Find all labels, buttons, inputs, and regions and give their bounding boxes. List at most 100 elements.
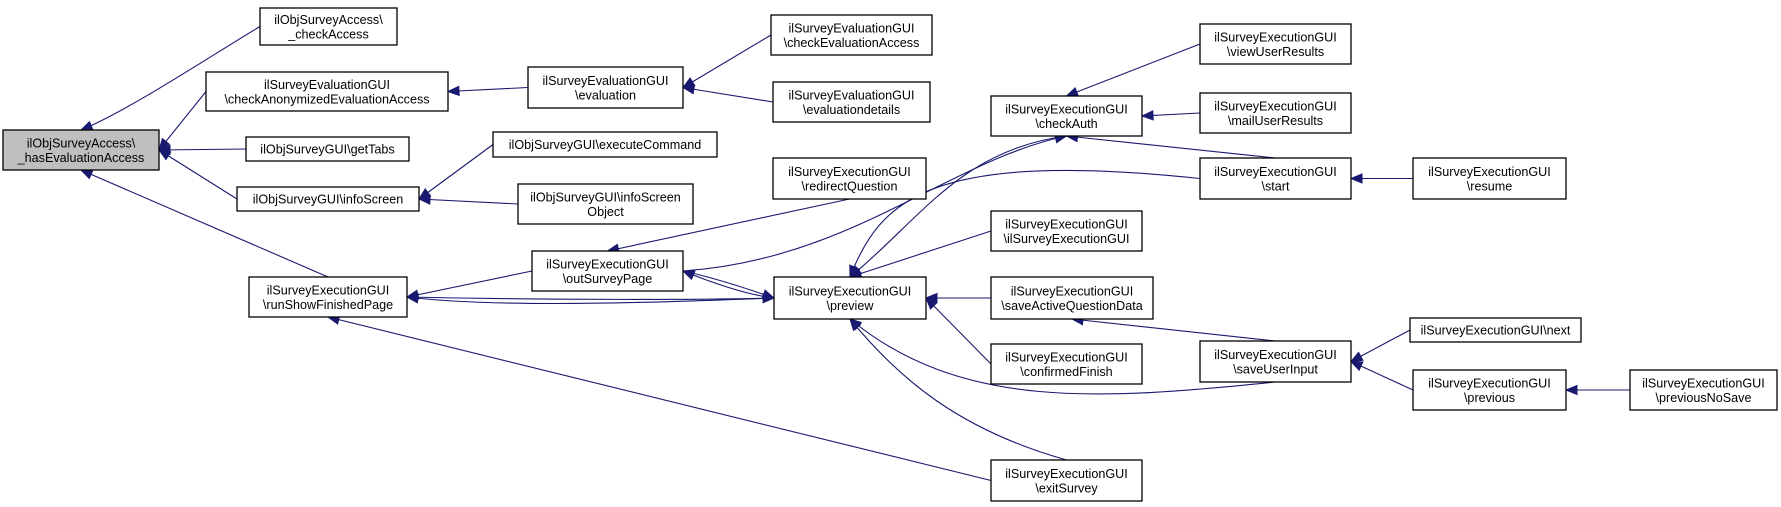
node-getTabs[interactable]: ilObjSurveyGUI\getTabs xyxy=(245,136,410,162)
edge-mailUserResults-to-checkAuth xyxy=(1140,110,1201,121)
node-box[interactable] xyxy=(248,276,408,318)
edge-line xyxy=(849,318,1067,461)
node-box[interactable] xyxy=(990,95,1143,137)
arrow-head-icon xyxy=(1349,360,1364,372)
node-box[interactable] xyxy=(1412,369,1567,411)
node-box[interactable] xyxy=(1199,157,1352,200)
node-saveActive[interactable]: ilSurveyExecutionGUI\saveActiveQuestionD… xyxy=(990,276,1154,320)
edge-line xyxy=(849,230,992,278)
edge-runShowFinished-to-preview xyxy=(406,293,776,304)
node-box[interactable] xyxy=(1199,92,1352,134)
node-label-line: ilSurveyEvaluationGUI xyxy=(543,74,669,88)
node-label-line: \checkAuth xyxy=(1035,117,1097,131)
node-redirectQuestion[interactable]: ilSurveyExecutionGUI\redirectQuestion xyxy=(772,157,927,200)
node-box[interactable] xyxy=(205,71,449,112)
edge-infoScreen-to-root xyxy=(157,149,238,200)
edge-checkEvalAccess-to-evaluation xyxy=(681,34,772,89)
node-label-line: \previousNoSave xyxy=(1656,391,1752,405)
edge-next-to-saveUserInput xyxy=(1349,329,1411,363)
node-box[interactable] xyxy=(1409,317,1582,343)
node-box[interactable] xyxy=(772,81,931,123)
edge-saveActive-to-preview xyxy=(924,292,991,304)
node-label-line: ilSurveyExecutionGUI xyxy=(788,165,911,179)
node-label-line: ilSurveyExecutionGUI xyxy=(1214,348,1337,362)
node-confirmedFinish[interactable]: ilSurveyExecutionGUI\confirmedFinish xyxy=(990,343,1143,385)
edge-line xyxy=(849,135,1067,278)
node-box[interactable] xyxy=(527,66,684,109)
node-box[interactable] xyxy=(1629,369,1778,411)
node-resume[interactable]: ilSurveyExecutionGUI\resume xyxy=(1412,157,1567,200)
node-previous[interactable]: ilSurveyExecutionGUI\previous xyxy=(1412,369,1567,411)
node-mailUserResults[interactable]: ilSurveyExecutionGUI\mailUserResults xyxy=(1199,92,1352,134)
node-label-line: \resume xyxy=(1467,179,1513,193)
edge-line xyxy=(418,144,494,200)
node-box[interactable] xyxy=(990,459,1143,502)
node-box[interactable] xyxy=(773,276,927,320)
node-saveUserInput[interactable]: ilSurveyExecutionGUI\saveUserInput xyxy=(1199,340,1352,383)
node-label-line: ilSurveyExecutionGUI xyxy=(1011,284,1134,298)
node-ctor[interactable]: ilSurveyExecutionGUI\ilSurveyExecutionGU… xyxy=(990,210,1143,252)
edge-getTabs-to-root xyxy=(157,144,247,156)
edge-line xyxy=(925,297,992,365)
node-evaluation[interactable]: ilSurveyEvaluationGUI\evaluation xyxy=(527,66,684,109)
node-box[interactable] xyxy=(770,14,933,56)
node-box[interactable] xyxy=(259,7,398,46)
node-label-line: ilSurveyExecutionGUI\next xyxy=(1421,324,1571,338)
node-checkAuth[interactable]: ilSurveyExecutionGUI\checkAuth xyxy=(990,95,1143,137)
node-runShowFinished[interactable]: ilSurveyExecutionGUI\runShowFinishedPage xyxy=(248,276,408,318)
node-box[interactable] xyxy=(531,250,684,292)
arrow-head-icon xyxy=(157,149,172,161)
edge-line xyxy=(682,135,1067,272)
node-executeCommand[interactable]: ilObjSurveyGUI\executeCommand xyxy=(492,131,718,158)
arrow-head-icon xyxy=(925,297,938,310)
arrow-head-icon xyxy=(681,84,696,95)
node-label-line: ilSurveyExecutionGUI xyxy=(1428,165,1551,179)
node-box[interactable] xyxy=(492,131,718,158)
node-label-line: \start xyxy=(1262,179,1290,193)
node-label-line: ilSurveyExecutionGUI xyxy=(1005,350,1128,364)
node-box[interactable] xyxy=(990,276,1154,320)
node-label-line: \preview xyxy=(827,299,875,313)
node-infoScreen[interactable]: ilObjSurveyGUI\infoScreen xyxy=(236,186,420,212)
node-box[interactable] xyxy=(236,186,420,212)
node-box[interactable] xyxy=(1412,157,1567,200)
node-next[interactable]: ilSurveyExecutionGUI\next xyxy=(1409,317,1582,343)
node-box[interactable] xyxy=(2,129,160,171)
arrow-head-icon xyxy=(1140,110,1154,121)
node-box[interactable] xyxy=(990,343,1143,385)
node-outSurveyPage[interactable]: ilSurveyExecutionGUI\outSurveyPage xyxy=(531,250,684,292)
edge-line xyxy=(406,296,775,300)
arrow-head-icon xyxy=(1564,384,1578,396)
node-box[interactable] xyxy=(990,210,1143,252)
node-exitSurvey[interactable]: ilSurveyExecutionGUI\exitSurvey xyxy=(990,459,1143,502)
edge-viewUserResults-to-checkAuth xyxy=(1065,43,1201,97)
node-label-line: ilSurveyExecutionGUI xyxy=(1214,99,1337,113)
edge-line xyxy=(327,316,992,482)
node-label-line: ilSurveyEvaluationGUI xyxy=(264,78,390,92)
node-box[interactable] xyxy=(1199,23,1352,65)
node-box[interactable] xyxy=(772,157,927,200)
node-start[interactable]: ilSurveyExecutionGUI\start xyxy=(1199,157,1352,200)
edge-infoScreenObject-to-infoScreen xyxy=(417,194,519,205)
edge-saveUserInput-to-preview xyxy=(848,318,1276,395)
node-previousNoSave[interactable]: ilSurveyExecutionGUI\previousNoSave xyxy=(1629,369,1778,411)
node-evalDetails[interactable]: ilSurveyEvaluationGUI\evaluationdetails xyxy=(772,81,931,123)
node-label-line: ilObjSurveyGUI\executeCommand xyxy=(509,138,701,152)
arrow-head-icon xyxy=(1349,173,1363,184)
edge-executeCommand-to-infoScreen xyxy=(417,144,494,200)
node-root[interactable]: ilObjSurveyAccess\_hasEvaluationAccess xyxy=(2,129,160,171)
node-label-line: ilObjSurveyGUI\infoScreen xyxy=(253,193,404,207)
node-box[interactable] xyxy=(517,183,694,225)
node-viewUserResults[interactable]: ilSurveyExecutionGUI\viewUserResults xyxy=(1199,23,1352,65)
node-checkEvalAccess[interactable]: ilSurveyEvaluationGUI\checkEvaluationAcc… xyxy=(770,14,933,56)
node-label-line: \saveUserInput xyxy=(1233,362,1318,376)
node-checkAccess[interactable]: ilObjSurveyAccess\_checkAccess xyxy=(259,7,398,46)
node-preview[interactable]: ilSurveyExecutionGUI\preview xyxy=(773,276,927,320)
node-label-line: \checkAnonymizedEvaluationAccess xyxy=(224,92,429,106)
node-box[interactable] xyxy=(1199,340,1352,383)
node-box[interactable] xyxy=(245,136,410,162)
node-label-line: ilSurveyExecutionGUI xyxy=(267,283,390,297)
edge-line xyxy=(447,86,529,93)
node-checkAnonEval[interactable]: ilSurveyEvaluationGUI\checkAnonymizedEva… xyxy=(205,71,449,112)
